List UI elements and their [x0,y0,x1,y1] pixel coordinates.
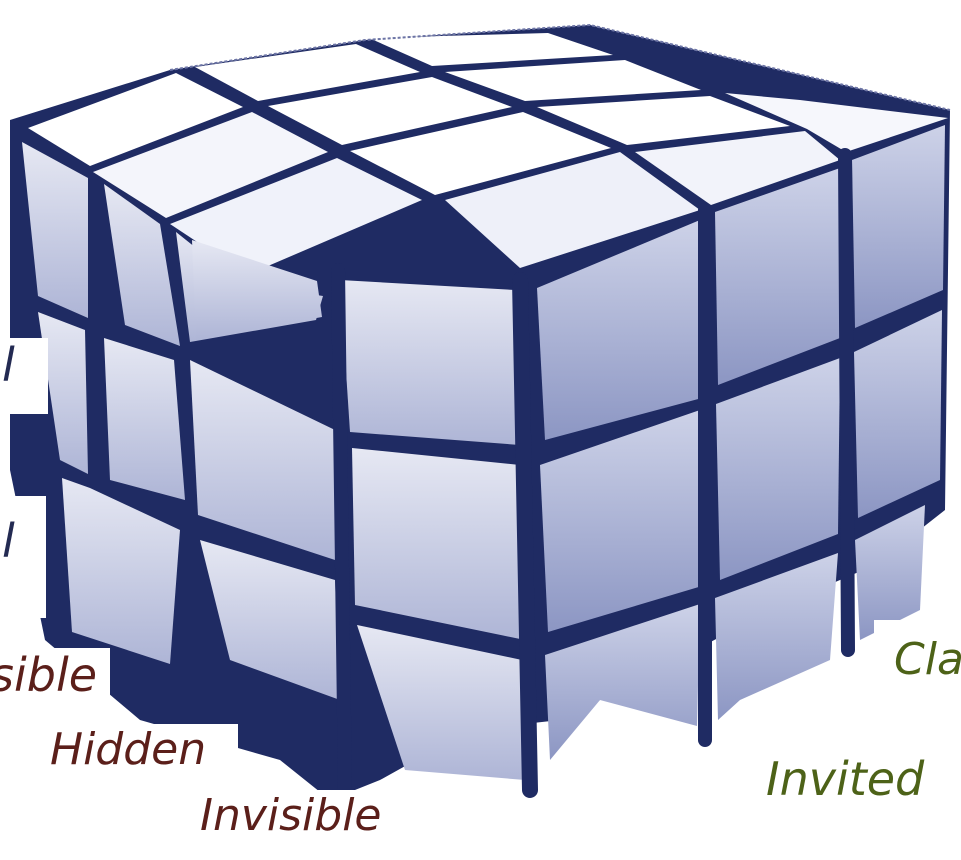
left-label-2: l [0,496,46,618]
hidden-label: Hidden [22,724,238,786]
cube [10,25,950,800]
closed-label: Cla [874,620,961,702]
left-label-1: l [0,338,48,414]
invisible-label: Invisible [178,790,402,860]
invited-label: Invited [748,738,956,820]
visible-label: sible [0,648,110,710]
